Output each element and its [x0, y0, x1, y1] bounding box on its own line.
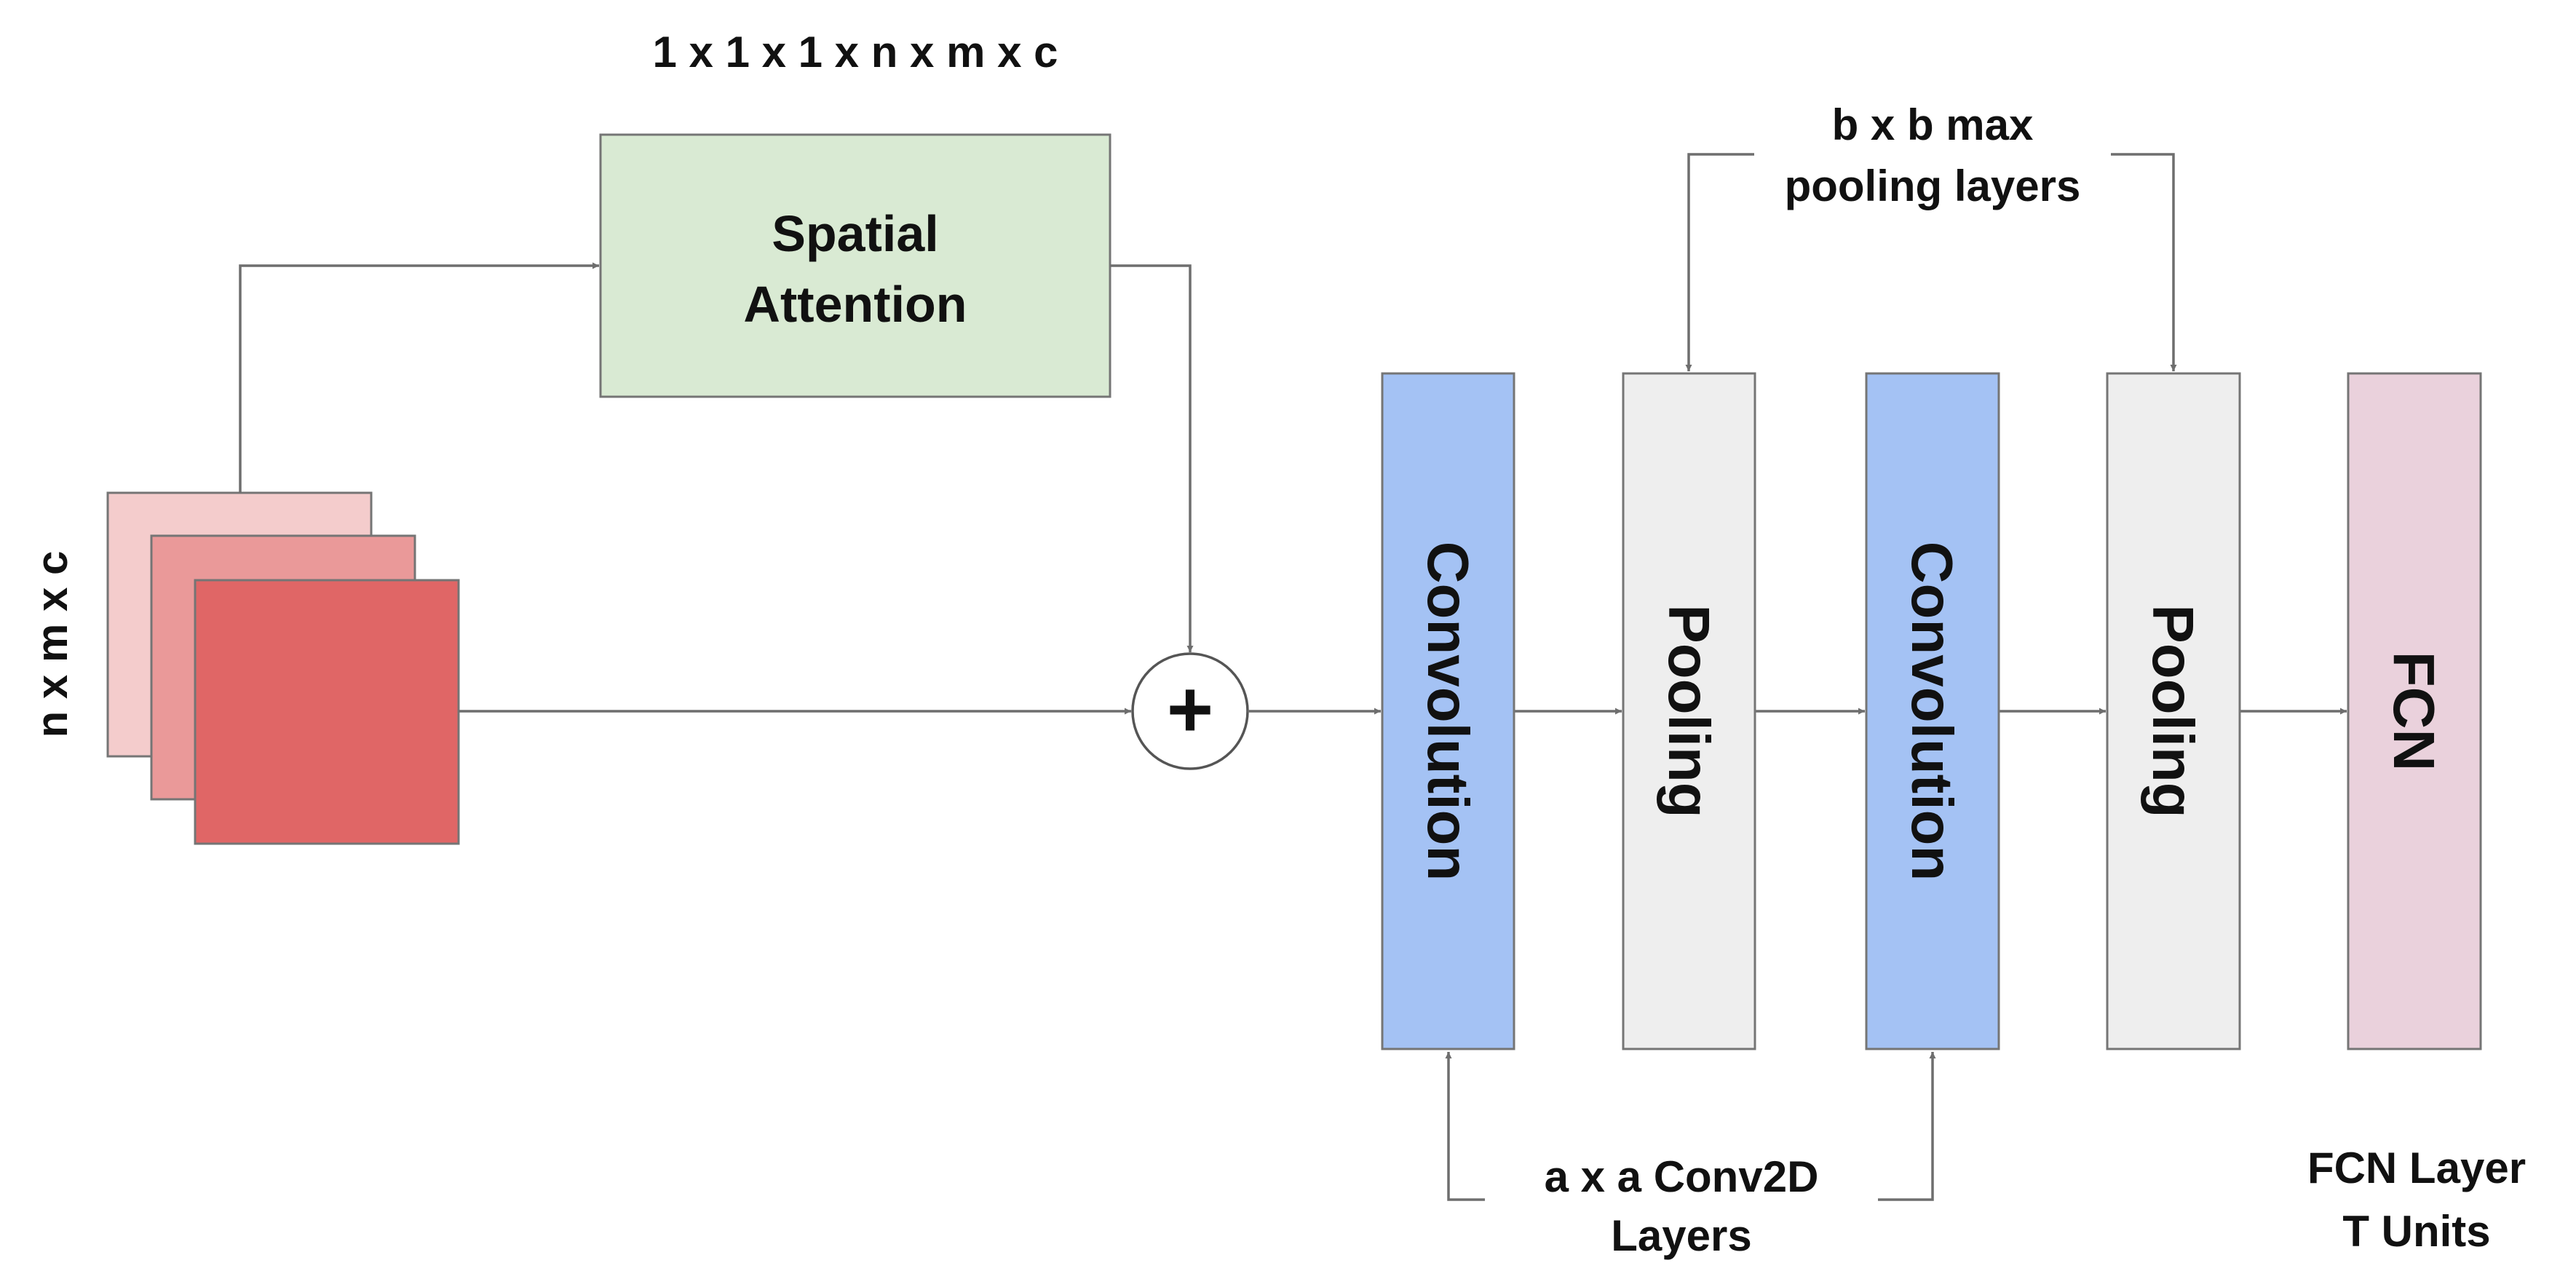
fcn-block: FCN: [2347, 372, 2482, 1050]
pooling-box-2: [2106, 372, 2241, 1050]
spatial-attention-label-line2: Attention: [743, 276, 967, 333]
input-dims-label: n x m x c: [28, 551, 76, 738]
fcn-note-line2: T Units: [2342, 1207, 2490, 1256]
fcn-note-line1: FCN Layer: [2307, 1144, 2526, 1192]
convolution-box-1: [1381, 372, 1515, 1050]
fcn-label: FCN: [2382, 652, 2446, 771]
pooling-note-arrow-1: [1685, 153, 1754, 371]
input-feature-maps: [106, 491, 460, 845]
spatial-attention-box: [599, 133, 1111, 398]
pooling-label-2: Pooling: [2141, 604, 2206, 817]
input-layer-front: [194, 579, 460, 845]
convolution-block-1: Convolution: [1381, 372, 1515, 1050]
attention-to-add-arrow: [1110, 264, 1194, 652]
spatial-attention-label-line1: Spatial: [772, 205, 939, 262]
pooling-block-1: Pooling: [1622, 372, 1756, 1050]
convolution-label-2: Convolution: [1900, 542, 1965, 882]
pooling-note-line1: b x b max: [1832, 100, 2034, 149]
conv-note-line1: a x a Conv2D: [1545, 1152, 1819, 1201]
conv-note-line2: Layers: [1611, 1211, 1751, 1260]
fcn-box: [2347, 372, 2482, 1050]
pooling-note-line2: pooling layers: [1785, 162, 2081, 210]
pooling-block-2: Pooling: [2106, 372, 2241, 1050]
pooling-box-1: [1622, 372, 1756, 1050]
input-to-attention-arrow: [239, 262, 599, 493]
convolution-box-2: [1865, 372, 2000, 1050]
attention-dims-label: 1 x 1 x 1 x n x m x c: [652, 28, 1058, 76]
pooling-note-arrow-2: [2111, 153, 2177, 371]
spatial-attention-block: Spatial Attention: [599, 133, 1111, 398]
conv-note-arrow-2: [1878, 1052, 1936, 1201]
conv-note-arrow-1: [1445, 1052, 1485, 1201]
plus-icon: +: [1167, 665, 1213, 754]
convolution-label-1: Convolution: [1416, 542, 1481, 882]
pooling-label-1: Pooling: [1657, 604, 1721, 817]
add-operator: +: [1131, 652, 1249, 770]
convolution-block-2: Convolution: [1865, 372, 2000, 1050]
